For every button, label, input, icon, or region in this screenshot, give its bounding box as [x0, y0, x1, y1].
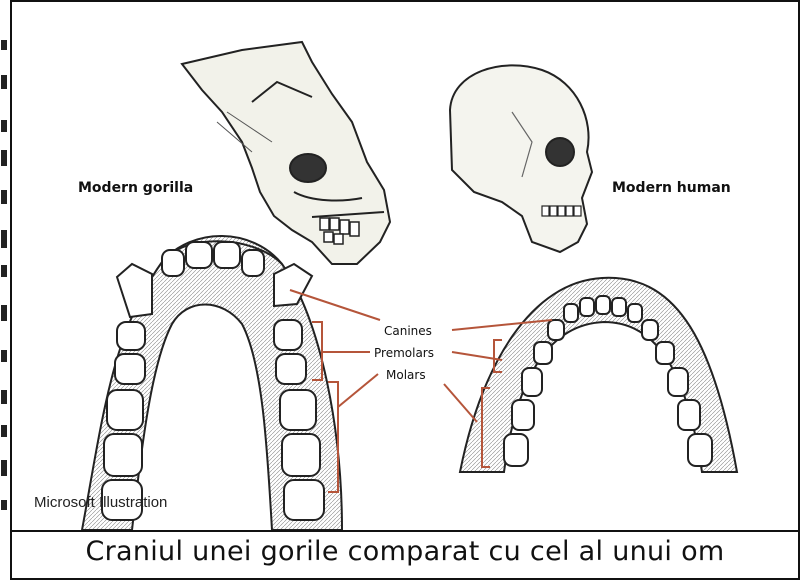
gorilla-jaw	[82, 236, 342, 530]
skull-comparison-illustration	[12, 2, 798, 530]
premolars-label: Premolars	[374, 346, 434, 360]
molars-label: Molars	[386, 368, 426, 382]
figure-frame: Modern gorilla Modern human Canines Prem…	[10, 0, 800, 580]
cropped-side-text-strip	[0, 30, 10, 530]
caption-divider	[12, 530, 798, 532]
canines-label: Canines	[384, 324, 432, 338]
gorilla-skull	[182, 42, 390, 264]
human-skull	[450, 65, 592, 252]
human-jaw	[460, 278, 737, 472]
illustration-credit: Microsoft Illustration	[34, 494, 167, 511]
human-label: Modern human	[612, 180, 731, 196]
figure-caption: Craniul unei gorile comparat cu cel al u…	[12, 536, 798, 567]
gorilla-label: Modern gorilla	[78, 180, 193, 196]
